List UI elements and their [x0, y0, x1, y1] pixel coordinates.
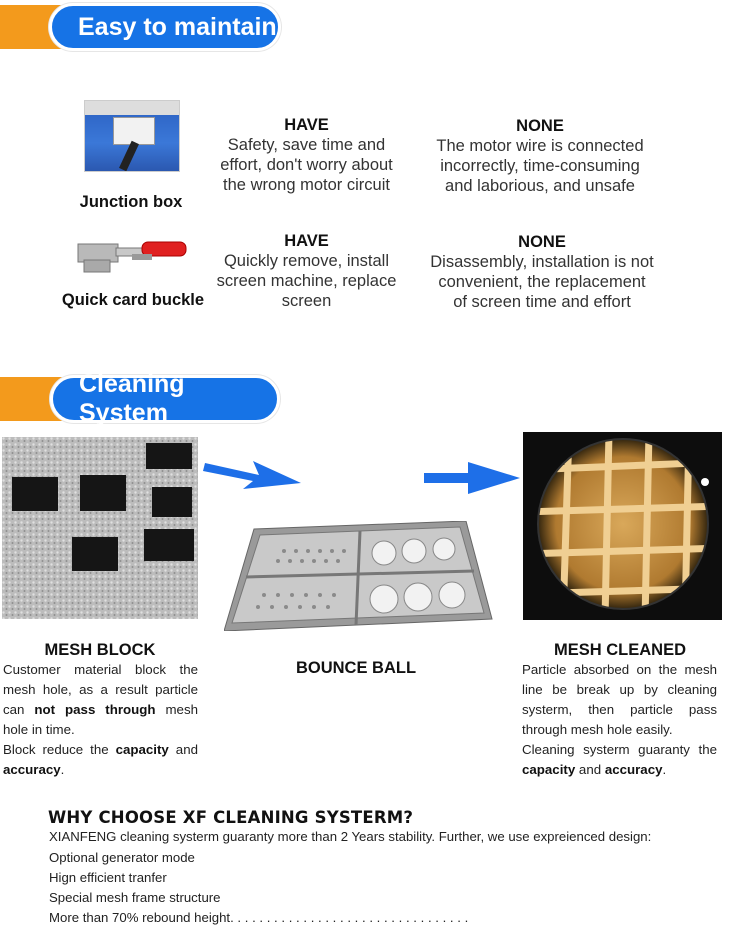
row2-none: NONE Disassembly, installation is not co… — [418, 233, 666, 312]
mesh-cleaned-description: Particle absorbed on the mesh line be br… — [522, 660, 717, 780]
arrow-right-icon — [203, 455, 303, 495]
arrow-right-icon — [424, 462, 522, 494]
bounce-ball-label: BOUNCE BALL — [295, 659, 417, 677]
row2-have: HAVE Quickly remove, install screen mach… — [205, 232, 408, 311]
why-list-item: Special mesh frame structure — [49, 890, 221, 905]
row2-none-heading: NONE — [518, 233, 566, 251]
junction-box-label: Junction box — [79, 193, 183, 211]
why-intro: XIANFENG cleaning systerm guaranty more … — [49, 829, 652, 844]
mesh-block-paragraph: Block reduce the capacity and accuracy. — [3, 742, 198, 777]
mesh-block-paragraph: Customer material block the mesh hole, a… — [3, 662, 198, 737]
quick-card-buckle-label: Quick card buckle — [61, 291, 205, 309]
row1-have-line: effort, don't worry about — [220, 156, 393, 174]
mesh-block-description: Customer material block the mesh hole, a… — [3, 660, 198, 780]
row1-none-heading: NONE — [516, 117, 564, 135]
bounce-ball-image — [223, 520, 496, 632]
junction-box-image — [84, 100, 180, 172]
row1-none-line: and laborious, and unsafe — [445, 177, 635, 195]
row2-have-line: Quickly remove, install — [223, 252, 390, 270]
row1-none-line: incorrectly, time-consuming — [440, 157, 640, 175]
mesh-cleaned-paragraph: Particle absorbed on the mesh line be br… — [522, 662, 717, 737]
row2-have-line: screen — [281, 292, 332, 310]
quick-card-buckle-image — [76, 232, 190, 278]
row1-have-line: Safety, save time and — [227, 136, 386, 154]
row1-none: NONE The motor wire is connected incorre… — [420, 117, 660, 196]
row2-none-line: of screen time and effort — [453, 293, 631, 311]
section2-title: Cleaning System — [50, 370, 280, 427]
mesh-block-image — [2, 437, 198, 619]
mesh-cleaned-label: MESH CLEANED — [553, 641, 686, 659]
row1-have-heading: HAVE — [284, 116, 329, 134]
row2-have-heading: HAVE — [284, 232, 329, 250]
why-list-item: More than 70% rebound height. . . . . . … — [49, 910, 469, 925]
why-title: WHY CHOOSE XF CLEANING SYSTERM? — [48, 808, 414, 827]
row1-have: HAVE Safety, save time and effort, don't… — [205, 116, 408, 195]
row2-none-line: Disassembly, installation is not — [430, 253, 654, 271]
row1-none-line: The motor wire is connected — [436, 137, 644, 155]
row2-have-line: screen machine, replace — [216, 272, 397, 290]
section1-title: Easy to maintain — [49, 3, 281, 51]
mesh-cleaned-image — [523, 432, 722, 620]
row1-have-line: the wrong motor circuit — [223, 176, 390, 194]
why-list-item: Hign efficient tranfer — [49, 870, 167, 885]
row2-none-line: convenient, the replacement — [438, 273, 646, 291]
why-list-item: Optional generator mode — [49, 850, 195, 865]
mesh-block-label: MESH BLOCK — [44, 641, 156, 659]
mesh-cleaned-paragraph: Cleaning systerm guaranty the capacity a… — [522, 742, 717, 777]
